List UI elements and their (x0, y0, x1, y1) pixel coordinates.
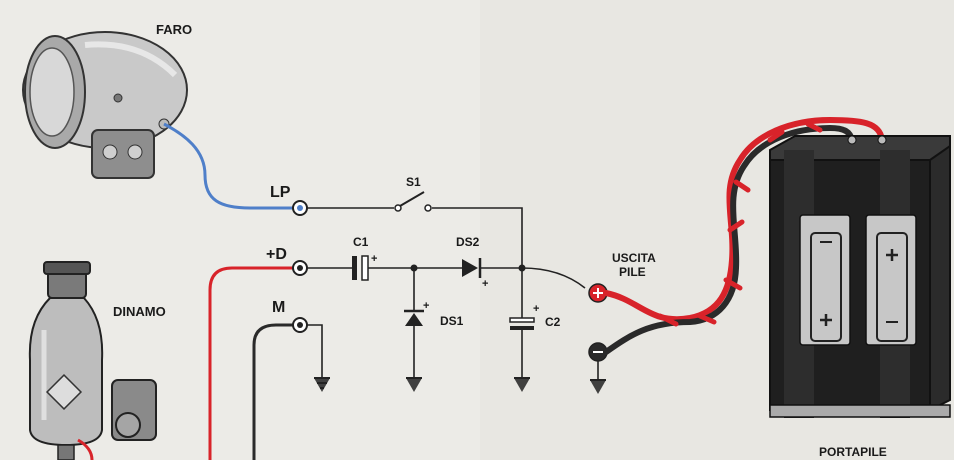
headlight-illustration (22, 31, 188, 179)
label-ds1: DS1 (440, 314, 464, 328)
terminal-lp (292, 200, 308, 216)
terminal-plus-d (292, 260, 308, 276)
diode-ds2 (462, 258, 482, 278)
wire-red-plus-d (208, 266, 298, 460)
terminal-m (292, 317, 308, 333)
capacitor-c2 (509, 317, 535, 330)
label-dinamo: DINAMO (113, 304, 166, 319)
label-c1: C1 (353, 235, 369, 249)
plus-c1: + (371, 253, 377, 265)
diode-ds1 (404, 309, 424, 326)
label-ds2: DS2 (456, 235, 480, 249)
capacitor-c1 (352, 255, 369, 281)
wire-red-dynamo (77, 438, 94, 460)
plus-c2: + (533, 303, 539, 315)
ground-symbol (590, 379, 606, 394)
ground-symbol (514, 377, 530, 392)
label-m: M (272, 299, 285, 316)
label-c2: C2 (545, 315, 561, 329)
wire-black-m (252, 323, 298, 460)
twisted-cable (603, 116, 885, 355)
ground-symbol (314, 377, 330, 392)
plus-ds2: + (482, 278, 488, 290)
label-faro: FARO (156, 22, 192, 37)
dynamo-illustration (28, 261, 157, 460)
label-lp: LP (270, 184, 291, 201)
label-s1: S1 (406, 175, 421, 189)
battery-holder-illustration (769, 135, 951, 418)
junction-dot (410, 264, 418, 272)
junction-dot (518, 264, 526, 272)
switch-s1 (394, 191, 432, 212)
plus-ds1: + (423, 300, 429, 312)
label-pile: PILE (619, 265, 646, 279)
label-uscita: USCITA (612, 251, 656, 265)
label-portapile: PORTAPILE (819, 445, 887, 459)
label-plus-d: +D (266, 246, 287, 263)
wire-blue (163, 122, 298, 210)
ground-symbol (406, 377, 422, 392)
